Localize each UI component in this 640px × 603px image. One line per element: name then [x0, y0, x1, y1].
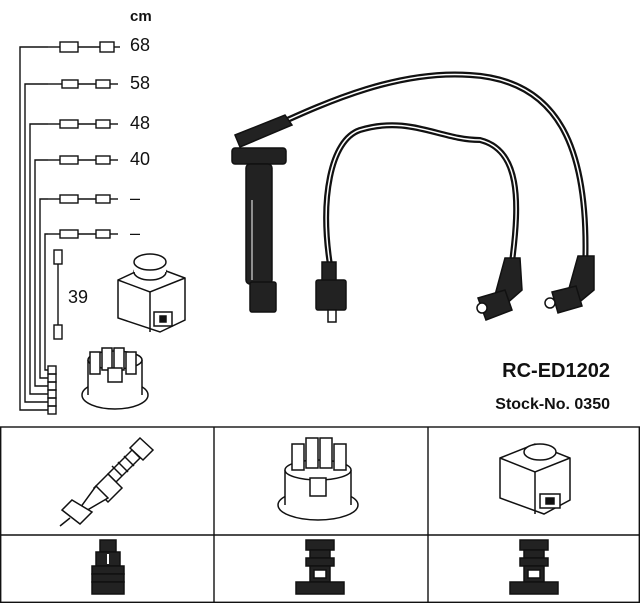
- side-length-label: 39: [68, 287, 89, 307]
- distributor-cap-icon: [277, 437, 359, 521]
- cable-row-58: [48, 79, 118, 89]
- spark-plug-boot-icon: [231, 114, 294, 313]
- angled-boot-icon-2: [544, 255, 595, 314]
- coil-connector-icon: [509, 539, 559, 595]
- coil-terminal-boot-icon: [315, 261, 347, 323]
- ignition-coil-small-icon: [117, 253, 186, 333]
- distributor-cap-small-icon: [81, 347, 149, 410]
- cable-row-6: [48, 229, 118, 239]
- length-label-3: 48: [130, 113, 151, 133]
- length-label-5: –: [130, 188, 141, 208]
- cable-row-68: [48, 41, 120, 53]
- ignition-coil-icon: [499, 443, 571, 515]
- side-cable-39: [53, 249, 63, 340]
- ignition-cables-illustration: [267, 71, 589, 273]
- bracket-terminals: [47, 365, 57, 415]
- parts-grid: [0, 426, 640, 603]
- cable-length-schematic: [19, 41, 120, 415]
- length-label-4: 40: [130, 149, 151, 169]
- length-unit-label: cm: [130, 8, 152, 25]
- length-label-1: 68: [130, 35, 151, 55]
- product-reference: RC-ED1202: [502, 360, 610, 382]
- cable-row-40: [48, 155, 118, 165]
- length-label-2: 58: [130, 73, 151, 93]
- cable-row-5: [48, 194, 118, 204]
- length-label-6: –: [130, 223, 141, 243]
- angled-boot-icon-1: [476, 257, 523, 321]
- stock-number: Stock-No. 0350: [495, 396, 610, 413]
- distributor-connector-icon: [295, 539, 345, 595]
- spark-plug-terminal-icon: [91, 539, 125, 595]
- spark-plug-icon: [59, 436, 155, 527]
- cable-row-48: [48, 119, 118, 129]
